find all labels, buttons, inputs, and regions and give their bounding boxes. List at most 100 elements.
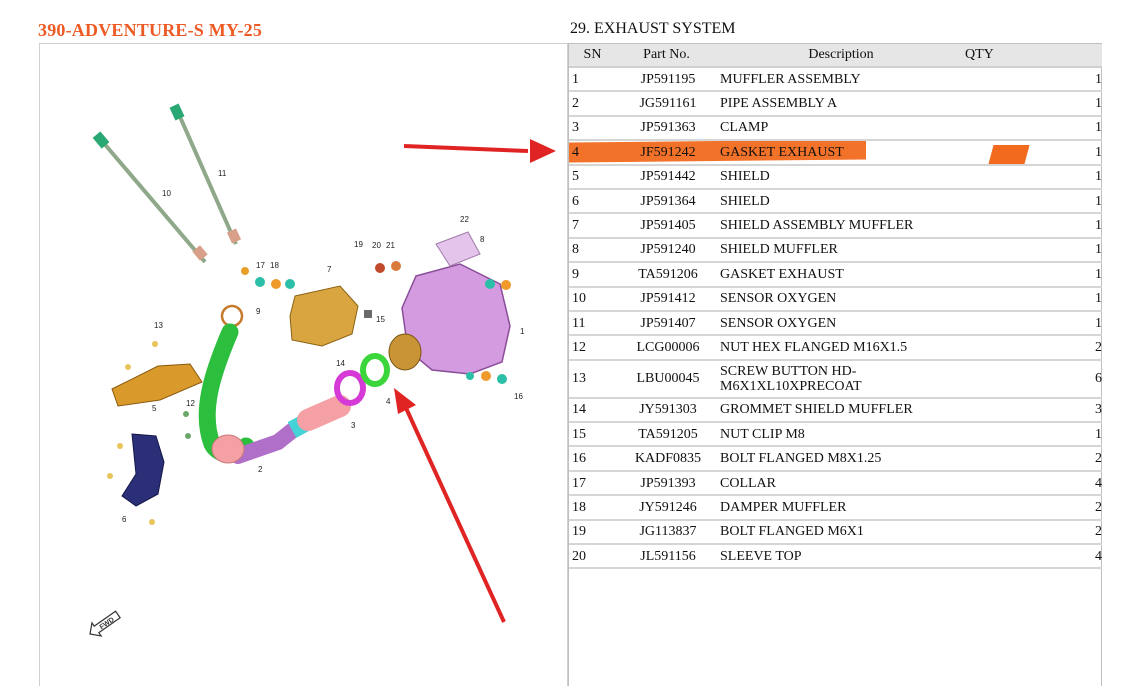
cell-sn: 2 [569,91,616,117]
shield-muffler-8 [435,231,481,267]
hardware-parts [107,261,511,525]
shield-6 [121,433,165,507]
cell-part: TA591206 [616,262,717,288]
cell-qty: 2 [965,446,1102,472]
cell-part: LCG00006 [616,335,717,361]
cell-sn: 5 [569,164,616,190]
callout-7: 7 [327,265,332,274]
cell-desc: COLLAR [717,470,965,497]
cell-sn: 18 [569,495,616,521]
cell-sn: 16 [569,446,616,472]
cell-qty: 2 [965,335,1102,361]
callout-14: 14 [336,359,345,368]
cell-qty: 1 [965,237,1102,264]
cell-qty: 1 [965,188,1102,215]
cell-qty: 1 [965,164,1102,190]
cell-desc: SENSOR OXYGEN [717,286,965,312]
cell-sn: 20 [569,544,616,570]
model-title: 390-ADVENTURE-S MY-25 [38,20,263,40]
cell-qty: 1 [965,115,1102,142]
cell-sn: 8 [569,237,616,264]
cell-sn: 6 [569,188,616,215]
cell-part: TA591205 [616,422,717,448]
cell-qty: 1 [965,67,1102,93]
cell-desc: GASKET EXHAUST [717,140,965,166]
callout-13: 13 [154,321,163,330]
cell-part: JP591405 [616,213,717,239]
cell-qty: 1 [965,310,1102,337]
cell-desc: PIPE ASSEMBLY A [717,91,965,117]
cell-qty: 1 [965,262,1102,288]
muffler-inlet-flange [388,333,422,371]
cell-sn: 19 [569,519,616,546]
callout-11: 11 [218,169,227,178]
cell-qty: 4 [965,470,1102,497]
cell-part: JP591442 [616,164,717,190]
cell-qty: 6 [965,359,1102,399]
cell-part: JF591242 [616,140,717,166]
callout-6: 6 [122,515,127,524]
oxygen-sensor-11 [169,103,242,245]
clamp-3 [334,370,366,406]
cell-sn: 15 [569,422,616,448]
oxygen-sensor-10 [92,131,208,264]
cell-sn: 17 [569,470,616,497]
cell-part: JP591393 [616,470,717,497]
callout-16: 16 [514,392,523,401]
cell-desc: SLEEVE TOP [717,544,965,570]
cell-part: JP591407 [616,310,717,337]
cell-desc: MUFFLER ASSEMBLY [717,67,965,93]
cell-sn: 11 [569,310,616,337]
cell-part: JP591363 [616,115,717,142]
callout-5: 5 [152,404,157,413]
gasket-9 [220,304,244,328]
cell-part: JP591412 [616,286,717,312]
cell-desc: SHIELD ASSEMBLY MUFFLER [717,213,965,239]
callout-10: 10 [162,189,171,198]
col-header-desc: Description [717,44,965,68]
callout-2: 2 [258,465,263,474]
muffler-1 [401,263,511,375]
fwd-arrow-icon: FWD [89,610,121,637]
callout-22: 22 [460,215,469,224]
cell-part: JG591161 [616,91,717,117]
cell-sn: 14 [569,397,616,424]
cell-qty: 3 [965,397,1102,424]
cell-qty: 1 [965,286,1102,312]
cell-part: KADF0835 [616,446,717,472]
callout-4: 4 [386,397,391,406]
pipe-bend [211,434,245,464]
callout-19: 19 [354,240,363,249]
callout-3: 3 [351,421,356,430]
cell-qty: 1 [965,213,1102,239]
cell-part: JG113837 [616,519,717,546]
cell-desc: SHIELD [717,164,965,190]
cell-qty: 1 [965,91,1102,117]
exploded-diagram: 1 2 3 4 5 6 7 8 9 10 11 12 13 14 15 16 1… [39,43,568,686]
table-header-row: SN Part No. Description QTY [569,44,1102,68]
cell-desc: NUT HEX FLANGED M16X1.5 [717,335,965,361]
cell-desc: SCREW BUTTON HD-M6X1XL10XPRECOAT [717,359,965,399]
callout-8: 8 [480,235,485,244]
